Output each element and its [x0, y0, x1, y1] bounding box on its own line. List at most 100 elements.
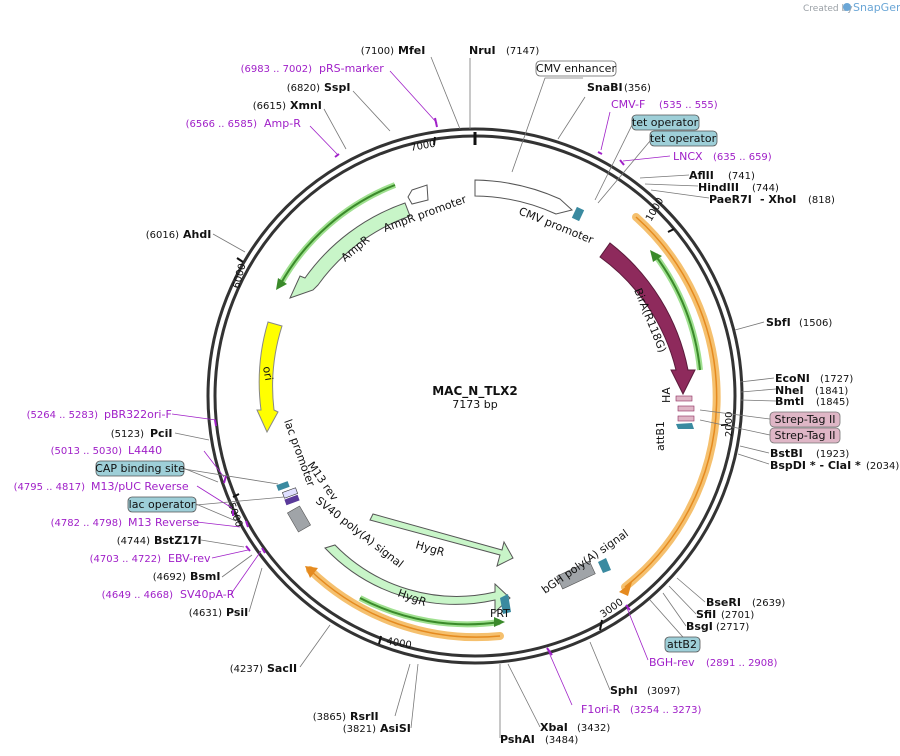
site-sbfi[interactable]: SbfI — [766, 316, 791, 329]
primer-cmvf[interactable]: CMV-F — [611, 98, 645, 111]
site-nhei[interactable]: NheI — [775, 384, 804, 397]
orf-arrowhead-bottom — [305, 566, 318, 578]
site-pshai[interactable]: PshAI — [500, 733, 535, 746]
orf-green-line — [654, 254, 701, 371]
site-bstz17i[interactable]: BstZ17I — [154, 534, 202, 547]
site-bspdi[interactable]: BspDI * - ClaI * — [770, 459, 861, 472]
site-snabi[interactable]: SnaBI — [587, 81, 623, 94]
plasmid-size: 7173 bp — [452, 398, 497, 411]
primer-f1ori[interactable]: F1ori-R — [581, 703, 621, 716]
primer-pbr-pos: (5264 .. 5283) — [27, 410, 99, 421]
box-cap-binding-site[interactable]: CAP binding site — [95, 460, 185, 477]
site-bmti[interactable]: BmtI — [775, 395, 804, 408]
site-psii[interactable]: PsiI — [226, 606, 248, 619]
site-xmni[interactable]: XmnI — [290, 99, 322, 112]
site-asisi[interactable]: AsiSI — [380, 722, 411, 735]
primer-m13puc[interactable]: M13/pUC Reverse — [91, 480, 189, 493]
site-snabi-pos: (356) — [624, 83, 651, 94]
site-xhoi-pos: (818) — [808, 195, 835, 206]
box-lac-operator[interactable]: lac operator — [127, 496, 197, 513]
site-sfii[interactable]: SfiI — [696, 608, 716, 621]
site-bseri[interactable]: BseRI — [706, 596, 741, 609]
ori-feature[interactable] — [256, 321, 283, 434]
box-strep2-label: Strep-Tag II — [775, 429, 836, 442]
primer-markers — [214, 117, 631, 656]
site-nrui[interactable]: NruI — [469, 44, 496, 57]
box-lacop-label: lac operator — [129, 498, 196, 511]
ampr-promoter-arrow[interactable] — [407, 184, 429, 205]
box-cmv-enhancer-label: CMV enhancer — [536, 62, 616, 75]
site-paer7i[interactable]: PaeR7I — [709, 193, 752, 206]
cmv-promoter-arrow[interactable] — [474, 179, 574, 215]
site-aflii[interactable]: AflII — [689, 169, 714, 182]
primer-ebv[interactable]: EBV-rev — [168, 552, 211, 565]
bira-arrow[interactable] — [599, 242, 696, 396]
hygr-arrow-1[interactable] — [369, 513, 514, 567]
site-psii-pos: (4631) — [189, 608, 222, 619]
site-xbai-pos: (3432) — [577, 723, 610, 734]
site-bseri-pos: (2639) — [752, 598, 785, 609]
ampr-arrow[interactable] — [289, 202, 411, 299]
box-strep-1[interactable]: Strep-Tag II — [769, 411, 841, 428]
site-xhoi[interactable]: - XhoI — [760, 193, 796, 206]
bgh-block — [556, 560, 596, 590]
site-asisi-pos: (3821) — [343, 724, 376, 735]
site-bsmi[interactable]: BsmI — [190, 570, 221, 583]
attb1-label: attB1 — [654, 421, 667, 451]
hygr-label-2: HygR — [396, 587, 428, 609]
hygr-arrow-2[interactable] — [324, 544, 511, 614]
site-ahdi[interactable]: AhdI — [183, 228, 211, 241]
site-econi[interactable]: EcoNI — [775, 372, 810, 385]
site-bstbi-pos: (1923) — [816, 449, 849, 460]
primer-leaders — [171, 70, 671, 706]
primer-pbr[interactable]: pBR322ori-F — [104, 408, 172, 421]
tick-2000: 2000 — [724, 412, 735, 437]
site-pcii[interactable]: PciI — [150, 427, 172, 440]
box-tet-operator-2[interactable]: tet operator — [649, 130, 718, 147]
credit-brand: SnapGene — [853, 1, 900, 14]
snapgene-logo-icon — [843, 3, 851, 11]
ha-label: HA — [660, 387, 673, 403]
box-strep-2[interactable]: Strep-Tag II — [769, 427, 841, 444]
leader-lines — [174, 56, 777, 738]
primer-sv40pa[interactable]: SV40pA-R — [180, 588, 235, 601]
site-econi-pos: (1727) — [820, 374, 853, 385]
box-cmv-enhancer[interactable]: CMV enhancer — [535, 60, 616, 77]
site-bmti-pos: (1845) — [816, 397, 849, 408]
box-attb2-label: attB2 — [667, 638, 697, 651]
site-hindiii[interactable]: HindIII — [698, 181, 739, 194]
site-sphi-pos: (3097) — [647, 686, 680, 697]
site-nrui-pos: (7147) — [506, 46, 539, 57]
site-sphi[interactable]: SphI — [610, 684, 638, 697]
site-xmni-pos: (6615) — [253, 101, 286, 112]
site-sfii-pos: (2701) — [721, 610, 754, 621]
primer-m13rev[interactable]: M13 Reverse — [128, 516, 199, 529]
site-ahdi-pos: (6016) — [146, 230, 179, 241]
box-tet2-label: tet operator — [650, 132, 717, 145]
site-rsrii-pos: (3865) — [313, 712, 346, 723]
site-bstz17i-pos: (4744) — [117, 536, 150, 547]
site-mfei[interactable]: MfeI — [398, 44, 425, 57]
bgh-label: bGH poly(A) signal — [539, 527, 631, 597]
primer-bgh[interactable]: BGH-rev — [649, 656, 695, 669]
primer-l4440[interactable]: L4440 — [128, 444, 162, 457]
site-rsrii[interactable]: RsrII — [350, 710, 379, 723]
site-bstbi[interactable]: BstBI — [770, 447, 803, 460]
cmv-teal-marker — [571, 206, 585, 222]
primer-lncx[interactable]: LNCX — [673, 150, 703, 163]
box-attb2[interactable]: attB2 — [664, 636, 701, 653]
primer-ampr[interactable]: Amp-R — [264, 117, 301, 130]
sv40-block — [287, 505, 311, 533]
box-tet-operator-1[interactable]: tet operator — [631, 114, 700, 131]
site-bsgi[interactable]: BsgI — [686, 620, 713, 633]
site-sspi[interactable]: SspI — [324, 81, 350, 94]
site-xbai[interactable]: XbaI — [540, 721, 568, 734]
box-tet1-label: tet operator — [632, 116, 699, 129]
frt-label: FRT — [490, 607, 510, 620]
primer-m13puc-pos: (4795 .. 4817) — [14, 482, 86, 493]
primer-prs[interactable]: pRS-marker — [319, 62, 384, 75]
site-bspdi-pos: (2034) — [866, 461, 899, 472]
site-sacii[interactable]: SacII — [267, 662, 297, 675]
primer-l4440-pos: (5013 .. 5030) — [51, 446, 123, 457]
